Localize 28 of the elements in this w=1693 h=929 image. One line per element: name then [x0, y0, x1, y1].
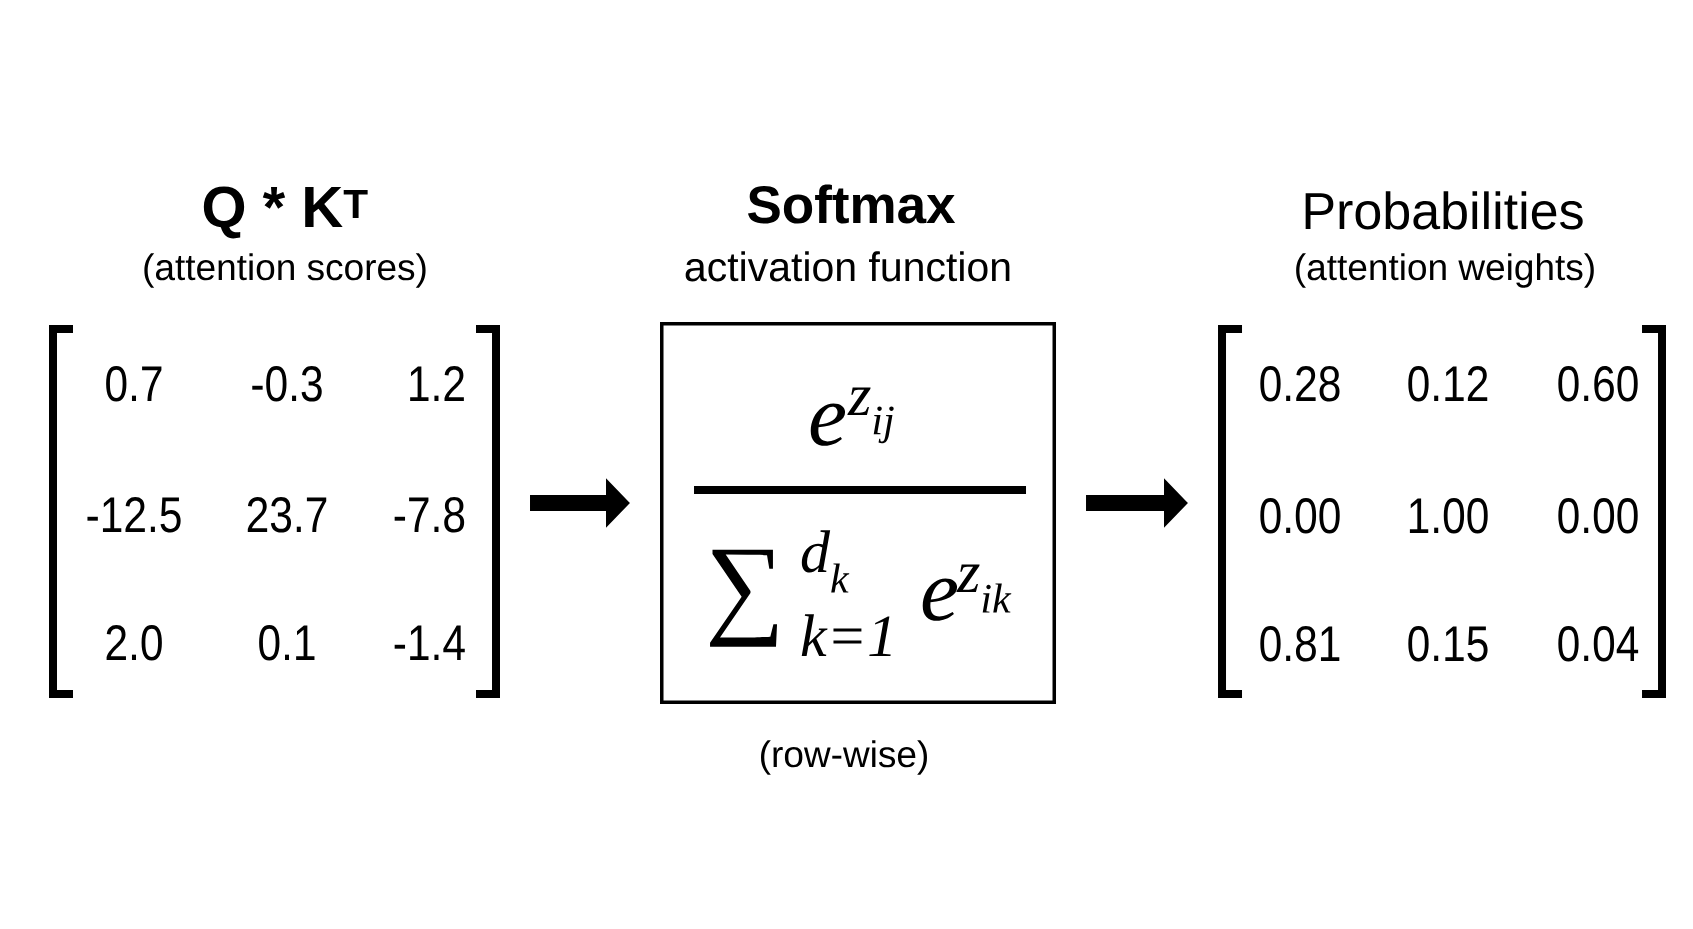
- heading: Softmax: [748, 184, 956, 224]
- matrix-value: 0.81: [1260, 626, 1340, 662]
- heading: Q * K$^{T}$: [203, 186, 368, 239]
- matrix-value: 0.15: [1408, 626, 1488, 662]
- matrix-value: 0.00: [1558, 498, 1638, 534]
- upper-limit: d$_{k}$: [801, 530, 850, 593]
- caption-text: (row-wise): [761, 740, 927, 775]
- matrix-value: -0.3: [252, 366, 322, 402]
- matrix-value: 0.12: [1408, 366, 1488, 402]
- matrix-value: 0.00: [1260, 498, 1340, 534]
- lower-limit: k=1: [801, 614, 891, 656]
- subheading: (attention weights): [1296, 253, 1594, 288]
- matrix-value: -1.4: [394, 625, 465, 660]
- heading: Probabilities: [1305, 191, 1583, 230]
- matrix-value: 0.1: [259, 625, 315, 661]
- matrix-value: 1.00: [1409, 498, 1488, 534]
- matrix-value: 0.28: [1260, 366, 1340, 402]
- matrix-value: 1.2: [410, 366, 464, 401]
- matrix-value: 0.7: [106, 366, 162, 402]
- summation-sign: ∑: [710, 549, 778, 647]
- matrix-value: 0.60: [1558, 366, 1638, 402]
- matrix-value: -12.5: [87, 497, 181, 533]
- matrix-value: 0.04: [1558, 626, 1639, 662]
- matrix-value: 2.0: [106, 625, 162, 661]
- matrix-value: 23.7: [247, 497, 327, 533]
- subheading: activation function: [685, 251, 1010, 282]
- matrix-value: -7.8: [394, 497, 465, 533]
- subheading: (attention scores): [144, 253, 426, 288]
